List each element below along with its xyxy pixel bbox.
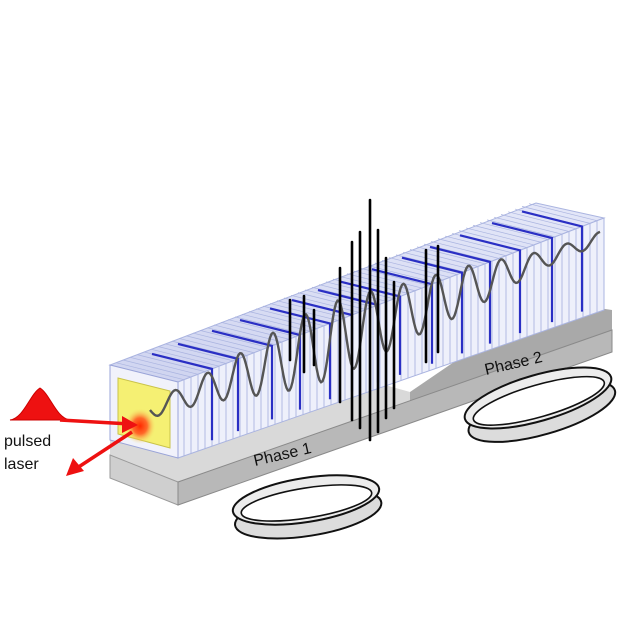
- layer-edge: [367, 265, 437, 284]
- layer-edge: [311, 286, 381, 305]
- layer-edge: [171, 340, 241, 359]
- layer-edge: [150, 348, 220, 367]
- layer-edge: [241, 313, 311, 332]
- layer-edge: [206, 327, 276, 345]
- layer-edge: [479, 222, 549, 240]
- layer-edge: [465, 227, 535, 246]
- blue-layer-line: [151, 352, 214, 441]
- layer-edge: [437, 238, 507, 257]
- layer-edge: [346, 273, 416, 292]
- laser-spot-glow: [124, 408, 156, 444]
- layer-edge: [192, 332, 262, 351]
- pulse-shape: [9, 387, 71, 421]
- layer-edge: [500, 214, 570, 232]
- layer-edge: [290, 294, 360, 313]
- blue-layer-line: [429, 245, 492, 344]
- layer-edge: [409, 249, 479, 267]
- layer-edge: [199, 330, 269, 348]
- layer-edge: [185, 335, 255, 354]
- layer-edge: [458, 230, 528, 248]
- layer-edge: [353, 270, 423, 289]
- layer-edge: [227, 319, 297, 337]
- layer-edge: [122, 359, 192, 378]
- ring-phase2: [463, 366, 617, 443]
- layer-edge: [178, 338, 248, 356]
- layer-edge: [521, 206, 591, 224]
- base-long-face: [177, 329, 613, 506]
- layered-block: [108, 202, 606, 459]
- blue-layer-line: [401, 256, 464, 354]
- layer-edge: [486, 219, 556, 238]
- blue-layer-line: [459, 234, 522, 334]
- label-laser: laser: [4, 456, 39, 473]
- layer-edge: [493, 216, 563, 235]
- guided-wave: [149, 230, 601, 417]
- layer-edge: [472, 224, 542, 243]
- layer-edge: [430, 241, 500, 259]
- incoming-arrow-head: [122, 416, 138, 433]
- field-spikes: [288, 198, 440, 442]
- blue-layer-line: [211, 329, 274, 420]
- ring-phase1: [231, 474, 383, 540]
- layer-edge: [115, 362, 185, 381]
- layer-edge: [157, 346, 227, 364]
- blue-layer-line: [521, 210, 584, 312]
- layer-edge: [444, 235, 514, 254]
- layer-edge: [220, 321, 290, 340]
- reflected-arrow-shaft: [73, 430, 133, 472]
- reflected-arrow-head: [66, 458, 84, 476]
- blue-layer-line: [491, 221, 554, 323]
- label-pulsed: pulsed: [4, 433, 51, 450]
- layer-edge: [528, 203, 598, 222]
- layer-edge: [423, 243, 493, 262]
- layer-edge: [388, 257, 458, 275]
- layer-edge: [416, 246, 486, 265]
- layer-edge: [136, 354, 206, 372]
- layer-edge: [129, 356, 199, 375]
- laser-input: [9, 387, 138, 476]
- layer-edge: [248, 311, 318, 329]
- incoming-arrow-shaft: [59, 418, 131, 426]
- layer-edge: [507, 211, 577, 230]
- layer-edge: [395, 254, 465, 273]
- layer-edge: [234, 316, 304, 335]
- layer-edge: [360, 268, 430, 286]
- layer-edge: [164, 343, 234, 362]
- layer-edge: [297, 292, 367, 310]
